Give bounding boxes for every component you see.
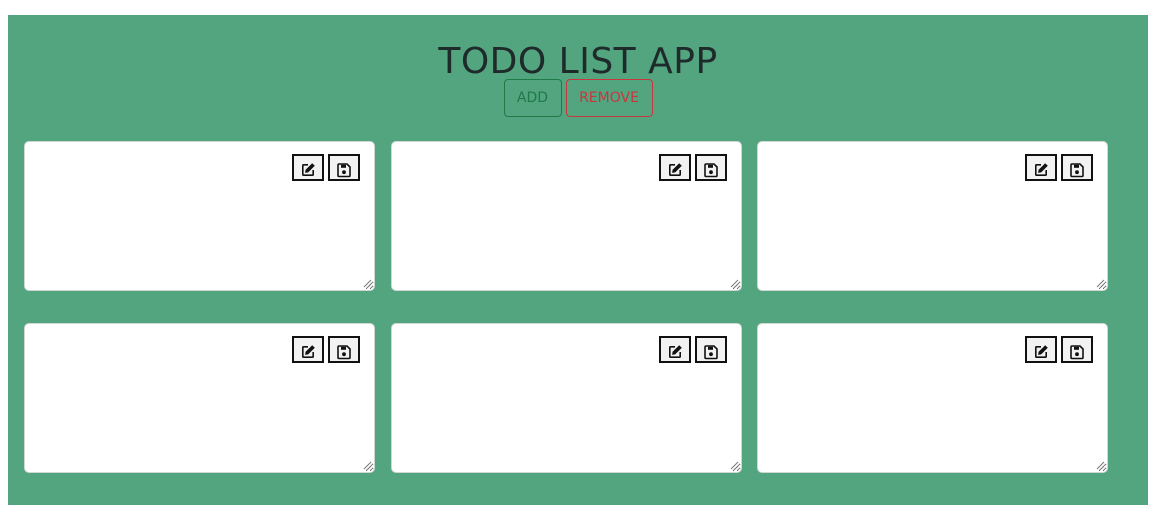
edit-button[interactable] [1025, 336, 1057, 363]
note-tools [288, 154, 360, 181]
save-button[interactable] [1061, 154, 1093, 181]
save-button[interactable] [328, 154, 360, 181]
note-card [24, 323, 375, 473]
edit-icon [302, 162, 315, 176]
save-icon [1070, 162, 1084, 177]
note-tools [288, 336, 360, 363]
note-tools [655, 154, 727, 181]
todo-app: TODO LIST APP ADD REMOVE [8, 15, 1148, 505]
edit-button[interactable] [292, 154, 324, 181]
save-icon [1070, 344, 1084, 359]
note-card [391, 141, 742, 291]
save-icon [704, 162, 718, 177]
edit-icon [669, 344, 682, 358]
note-tools [1021, 154, 1093, 181]
note-tools [655, 336, 727, 363]
save-button[interactable] [695, 154, 727, 181]
page-title: TODO LIST APP [438, 41, 718, 82]
edit-button[interactable] [1025, 154, 1057, 181]
save-button[interactable] [328, 336, 360, 363]
edit-icon [669, 162, 682, 176]
note-card [24, 141, 375, 291]
note-card [391, 323, 742, 473]
add-button[interactable]: ADD [503, 79, 562, 117]
save-icon [337, 162, 351, 177]
note-tools [1021, 336, 1093, 363]
edit-button[interactable] [292, 336, 324, 363]
edit-button[interactable] [659, 336, 691, 363]
edit-icon [1035, 162, 1048, 176]
save-button[interactable] [1061, 336, 1093, 363]
edit-icon [302, 344, 315, 358]
note-card [757, 141, 1108, 291]
save-icon [337, 344, 351, 359]
save-button[interactable] [695, 336, 727, 363]
edit-icon [1035, 344, 1048, 358]
controls-bar: ADD REMOVE [8, 79, 1148, 117]
save-icon [704, 344, 718, 359]
edit-button[interactable] [659, 154, 691, 181]
note-card [757, 323, 1108, 473]
remove-button[interactable]: REMOVE [565, 79, 653, 117]
